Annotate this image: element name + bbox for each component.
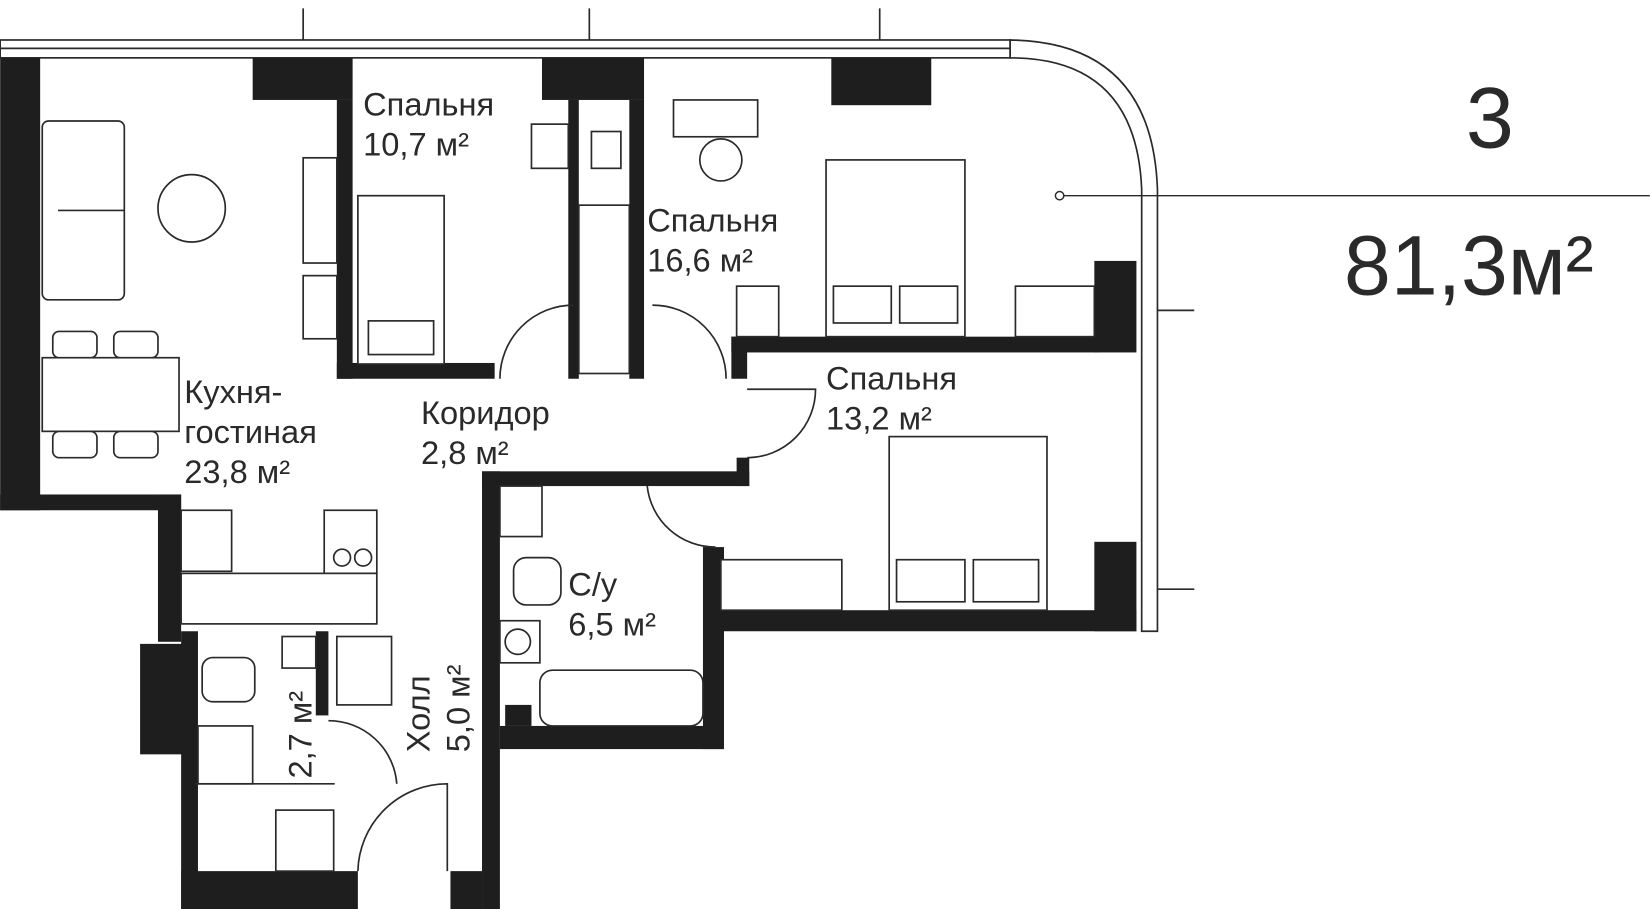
- walls: [0, 57, 1137, 909]
- room-name-bedroom-2: Спальня: [647, 201, 778, 238]
- room-area-bedroom-3: 13,2 м²: [826, 399, 932, 436]
- room-name-hall: Холл: [399, 675, 436, 752]
- callout-dot: [1054, 190, 1065, 201]
- doors: [194, 304, 817, 872]
- room-name-corridor: Коридор: [421, 394, 550, 431]
- rooms-count: 3: [1466, 70, 1514, 166]
- room-area-bedroom-1: 10,7 м²: [363, 126, 469, 163]
- room-name-kitchen-2: гостиная: [184, 413, 317, 450]
- room-area-kitchen: 23,8 м²: [184, 453, 290, 490]
- total-area: 81,3м²: [1344, 219, 1594, 313]
- room-area-corridor: 2,8 м²: [421, 434, 509, 471]
- room-name-bedroom-3: Спальня: [826, 359, 957, 396]
- room-area-bedroom-2: 16,6 м²: [647, 241, 753, 278]
- window-strip: [0, 8, 1195, 633]
- room-name-kitchen-1: Кухня-: [184, 373, 282, 410]
- room-area-hall: 5,0 м²: [439, 664, 476, 752]
- room-area-wc: 2,7 м²: [282, 691, 319, 779]
- room-name-bedroom-1: Спальня: [363, 86, 494, 123]
- room-area-bathroom: 6,5 м²: [568, 605, 656, 642]
- furniture: [41, 99, 1096, 872]
- room-name-bathroom: С/у: [568, 565, 618, 602]
